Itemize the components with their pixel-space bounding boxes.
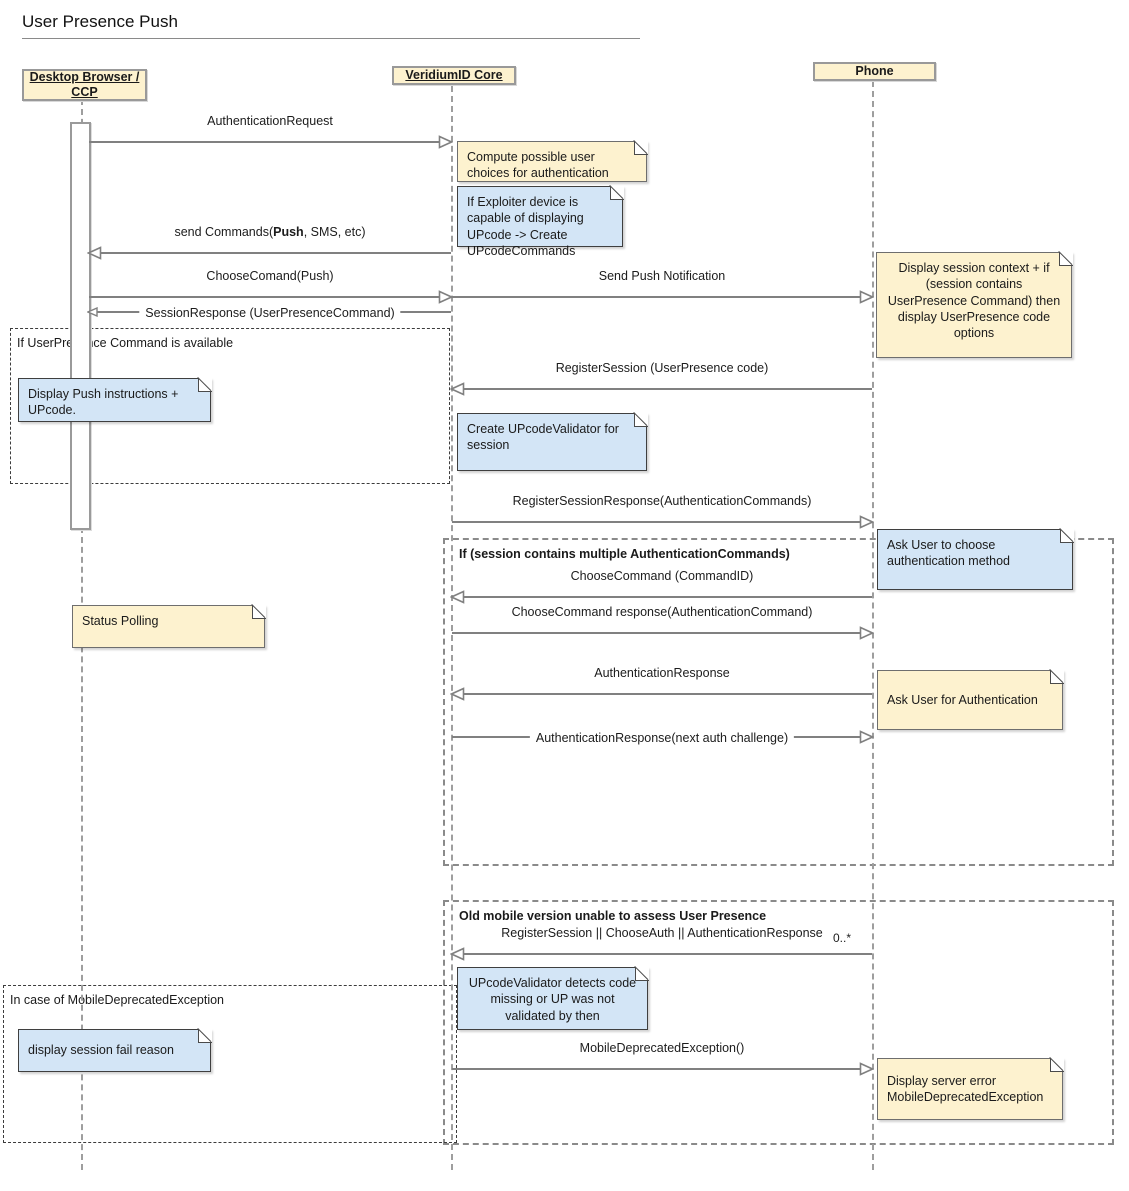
arrowhead-left-icon — [449, 382, 465, 396]
arrowhead-left-icon — [86, 246, 102, 260]
message-label: ChooseCommand response(AuthenticationCom… — [511, 605, 813, 619]
arrowhead-left-icon — [449, 947, 465, 961]
actor-label: VeridiumID Core — [405, 68, 503, 82]
note-fold-icon — [1049, 1057, 1064, 1072]
actor-desktop-browser-ccp: Desktop Browser / CCP — [22, 69, 147, 101]
fragment-if-multiple-commands: If (session contains multiple Authentica… — [443, 538, 1114, 866]
message-label: RegisterSession (UserPresence code) — [555, 361, 769, 375]
note-text: Ask User for Authentication — [887, 692, 1038, 707]
message-label: SessionResponse (UserPresenceCommand) — [139, 305, 401, 321]
arrowhead-right-icon — [859, 290, 875, 304]
fragment-label: If (session contains multiple Authentica… — [459, 547, 790, 561]
message-register-session-response: RegisterSessionResponse(AuthenticationCo… — [452, 494, 875, 529]
actor-phone: Phone — [813, 62, 936, 81]
lifeline-phone — [872, 81, 874, 1170]
message-label: AuthenticationResponse — [594, 666, 730, 680]
note-ask-user-authentication: Ask User for Authentication — [877, 669, 1064, 730]
message-mobile-deprecated-exception: MobileDeprecatedException() — [452, 1041, 875, 1076]
note-text: UPcodeValidator detects code missing or … — [468, 976, 637, 1023]
note-compute-user-choices: Compute possible user choices for authen… — [457, 140, 648, 182]
note-display-session-context: Display session context + if (session co… — [876, 251, 1073, 358]
fragment-mobile-deprecated-exception: In case of MobileDeprecatedException — [3, 985, 457, 1143]
multiplicity-label: 0..* — [829, 931, 854, 945]
note-text: Compute possible user choices for authen… — [467, 150, 609, 181]
note-exploiter-device: If Exploiter device is capable of displa… — [457, 185, 624, 258]
message-label: ChooseComand(Push) — [206, 269, 334, 283]
actor-label: Phone — [855, 64, 894, 78]
note-upcode-validator-detects: UPcodeValidator detects code missing or … — [457, 966, 649, 1030]
note-fold-icon — [1049, 669, 1064, 684]
arrowhead-right-icon — [859, 730, 875, 744]
note-fold-icon — [1059, 528, 1074, 543]
note-text: Ask User to choose authentication method — [887, 538, 1011, 569]
note-text: Display session context + if (session co… — [887, 261, 1061, 340]
actor-label: Desktop Browser / CCP — [29, 70, 140, 99]
message-label: RegisterSession || ChooseAuth || Authent… — [501, 926, 823, 940]
note-fold-icon — [634, 966, 649, 981]
arrowhead-right-icon — [859, 515, 875, 529]
note-text: If Exploiter device is capable of displa… — [467, 195, 584, 258]
note-fold-icon — [197, 377, 212, 392]
message-label: AuthenticationRequest — [207, 114, 333, 128]
fragment-label: Old mobile version unable to assess User… — [459, 909, 767, 923]
fragment-label: If UserPresence Command is available — [17, 336, 234, 350]
message-label: AuthenticationResponse(next auth challen… — [529, 730, 795, 746]
message-session-response: SessionResponse (UserPresenceCommand) — [86, 305, 451, 321]
note-status-polling: Status Polling — [72, 604, 266, 648]
message-register-session: RegisterSession (UserPresence code) — [449, 361, 872, 396]
arrowhead-right-icon — [859, 1062, 875, 1076]
note-fold-icon — [197, 1028, 212, 1043]
activation-bar-desktop — [70, 122, 91, 530]
note-text: Display server error MobileDeprecatedExc… — [887, 1073, 1044, 1104]
fragment-label: In case of MobileDeprecatedException — [10, 993, 225, 1007]
arrowhead-left-icon — [449, 590, 465, 604]
note-text: display session fail reason — [28, 1043, 174, 1058]
message-authentication-response-next: AuthenticationResponse(next auth challen… — [452, 730, 875, 746]
message-label: MobileDeprecatedException() — [579, 1041, 745, 1055]
note-fold-icon — [609, 185, 624, 200]
note-fold-icon — [633, 140, 648, 155]
message-choose-command-response: ChooseCommand response(AuthenticationCom… — [452, 605, 875, 640]
message-label: ChooseCommand (CommandID) — [570, 569, 754, 583]
note-fold-icon — [251, 604, 266, 619]
note-ask-user-choose-method: Ask User to choose authentication method — [877, 528, 1074, 590]
arrowhead-left-icon — [449, 687, 465, 701]
message-send-push-notification: Send Push Notification — [452, 269, 875, 304]
fragment-old-mobile-version: Old mobile version unable to assess User… — [443, 900, 1114, 1145]
note-fold-icon — [1058, 251, 1073, 266]
note-display-server-error: Display server error MobileDeprecatedExc… — [877, 1057, 1064, 1120]
title-underline — [22, 38, 640, 39]
note-display-session-fail: display session fail reason — [18, 1028, 212, 1072]
actor-veridiumid-core: VeridiumID Core — [392, 66, 516, 85]
message-authentication-response: AuthenticationResponse — [449, 666, 872, 701]
message-label: RegisterSessionResponse(AuthenticationCo… — [512, 494, 812, 508]
note-text: Status Polling — [82, 614, 159, 628]
arrowhead-right-icon — [438, 290, 454, 304]
note-create-upcode-validator: Create UPcodeValidator for session — [457, 412, 648, 471]
arrowhead-right-icon — [859, 626, 875, 640]
message-label: Send Push Notification — [598, 269, 726, 283]
message-authentication-request: AuthenticationRequest — [89, 114, 454, 149]
note-text: Display Push instructions + UPcode. — [28, 387, 179, 418]
note-fold-icon — [633, 412, 648, 427]
note-display-push-instructions: Display Push instructions + UPcode. — [18, 377, 212, 422]
diagram-title: User Presence Push — [22, 12, 178, 31]
message-register-choose-auth-response: RegisterSession || ChooseAuth || Authent… — [449, 926, 872, 961]
message-send-commands: send Commands(Push, SMS, etc) — [86, 225, 451, 260]
note-text: Create UPcodeValidator for session — [467, 422, 619, 453]
message-choose-comand-push: ChooseComand(Push) — [89, 269, 454, 304]
arrowhead-left-icon — [86, 306, 98, 318]
message-label: send Commands(Push, SMS, etc) — [174, 225, 366, 239]
message-choose-command: ChooseCommand (CommandID) — [449, 569, 872, 604]
lifeline-veridiumid-core — [451, 86, 453, 1170]
arrowhead-right-icon — [438, 135, 454, 149]
